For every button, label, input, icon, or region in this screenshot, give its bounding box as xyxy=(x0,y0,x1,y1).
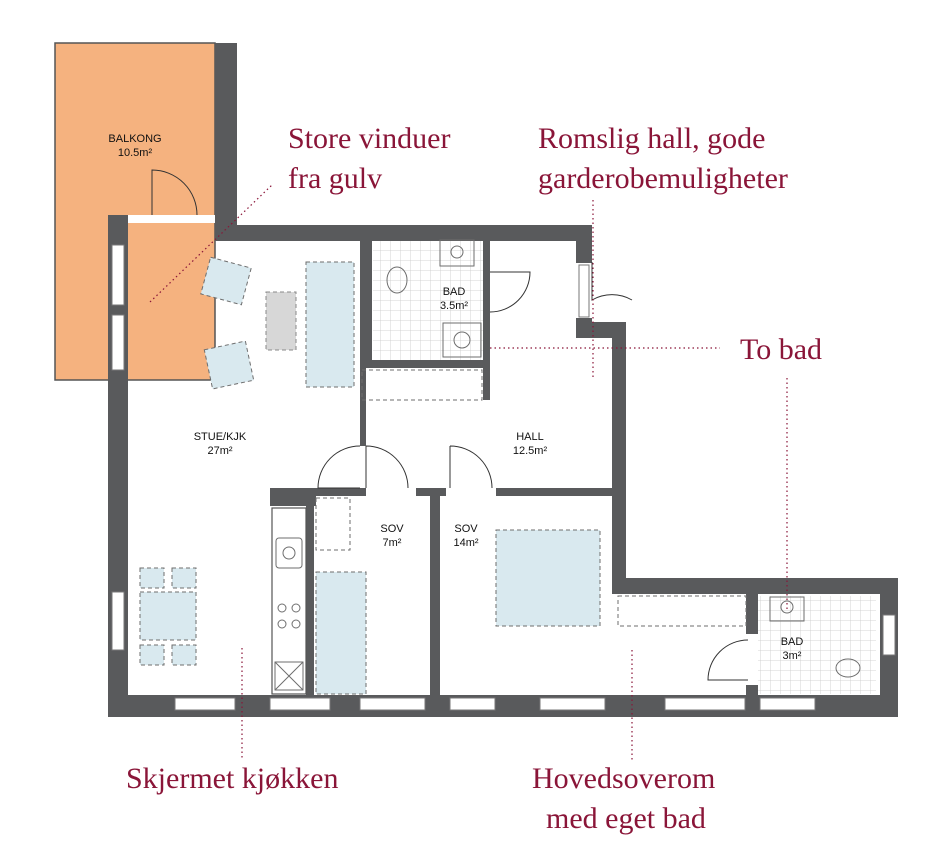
label-sov1: SOV xyxy=(380,523,404,535)
label-balkong: BALKONG xyxy=(108,133,161,145)
label-stue: STUE/KJK xyxy=(194,431,247,443)
callouts: Store vinduer fra gulv Romslig hall, god… xyxy=(126,122,822,835)
room-labels: BALKONG 10.5m² STUE/KJK 27m² BAD 3.5m² H… xyxy=(108,133,803,662)
area-bad1: 3.5m² xyxy=(440,300,468,312)
area-bad2: 3m² xyxy=(783,650,802,662)
area-stue: 27m² xyxy=(207,445,232,457)
label-bad2: BAD xyxy=(781,636,804,648)
area-sov2: 14m² xyxy=(453,537,478,549)
leader-lines xyxy=(149,184,788,760)
callout-vinduer-line1: Store vinduer xyxy=(288,122,450,155)
area-sov1: 7m² xyxy=(383,537,402,549)
callout-tobad: To bad xyxy=(740,333,822,366)
callout-vinduer-line2: fra gulv xyxy=(288,162,382,195)
callout-kjokken: Skjermet kjøkken xyxy=(126,762,338,795)
area-hall: 12.5m² xyxy=(513,445,548,457)
callout-hall-line1: Romslig hall, gode xyxy=(538,122,766,155)
balcony xyxy=(54,42,237,381)
label-hall: HALL xyxy=(516,431,544,443)
label-sov2: SOV xyxy=(454,523,478,535)
living-furniture xyxy=(139,256,355,666)
callout-hovedsoverom-line1: Hovedsoverom xyxy=(532,762,715,795)
callout-hovedsoverom-line2: med eget bad xyxy=(546,802,706,835)
callout-hall-line2: garderobemuligheter xyxy=(538,162,788,195)
windows xyxy=(111,244,896,711)
interior-walls xyxy=(270,238,758,698)
label-bad1: BAD xyxy=(443,286,466,298)
bathroom-fixtures xyxy=(386,239,861,678)
doors xyxy=(151,169,749,681)
bedroom-furniture xyxy=(315,369,747,695)
bathroom-tiles-1 xyxy=(373,238,485,360)
kitchen-counter xyxy=(271,507,307,695)
area-balkong: 10.5m² xyxy=(118,147,153,159)
bathroom-tiles-2 xyxy=(758,596,876,694)
